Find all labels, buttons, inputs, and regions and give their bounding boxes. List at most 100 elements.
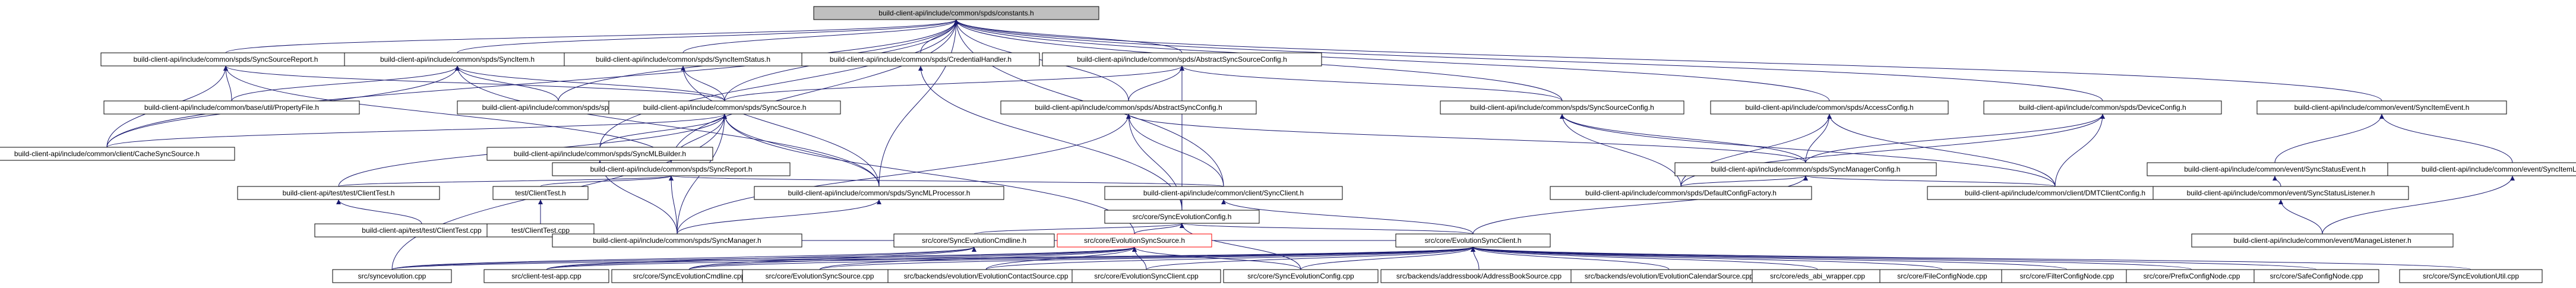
edge-DeviceConfig-to-constants — [954, 19, 2103, 102]
node-SyncEvolutionCmdline_h[interactable]: src/core/SyncEvolutionCmdline.h — [893, 233, 1055, 248]
node-DMTClientConfig[interactable]: build-client-api/include/common/client/D… — [1927, 186, 2183, 200]
edge-SyncManager-to-AbstractSyncConfig — [677, 113, 1131, 235]
edge-syncevolution_cpp-to-EvolutionSyncClient_h — [391, 246, 1475, 270]
node-label: build-client-api/test/test/ClientTest.h — [283, 189, 395, 197]
node-SyncItemEvent[interactable]: build-client-api/include/common/event/Sy… — [2256, 100, 2507, 115]
node-SyncClient[interactable]: build-client-api/include/common/client/S… — [1104, 186, 1343, 200]
node-FileConfigNode[interactable]: src/core/FileConfigNode.cpp — [1879, 269, 2005, 283]
node-SyncReport[interactable]: build-client-api/include/common/spds/Syn… — [552, 162, 791, 176]
node-DeviceConfig[interactable]: build-client-api/include/common/spds/Dev… — [1983, 100, 2222, 115]
node-SyncManager[interactable]: build-client-api/include/common/spds/Syn… — [552, 233, 802, 248]
node-ManageListener[interactable]: build-client-api/include/common/event/Ma… — [2191, 233, 2454, 248]
node-SyncMLProcessor[interactable]: build-client-api/include/common/spds/Syn… — [754, 186, 1004, 200]
edge-DefaultConfigFactory-to-SyncManagerConfig — [1680, 175, 1808, 187]
edge-SyncMLProcessor-to-SyncSource — [722, 113, 880, 187]
node-EvolutionCalendarSource[interactable]: src/backends/evolution/EvolutionCalendar… — [1570, 269, 1768, 283]
node-DefaultConfigFactory[interactable]: build-client-api/include/common/spds/Def… — [1550, 186, 1812, 200]
node-CacheSyncSource[interactable]: build-client-api/include/common/client/C… — [0, 147, 235, 161]
node-label: src/core/FilterConfigNode.cpp — [2020, 272, 2114, 280]
edge-SyncMLProcessor-to-SyncItem — [455, 65, 880, 187]
edge-SyncEvolutionUtil-to-EvolutionSyncClient_h — [1471, 246, 2471, 270]
node-SyncManagerConfig[interactable]: build-client-api/include/common/spds/Syn… — [1674, 162, 1937, 176]
node-box — [2191, 233, 2454, 248]
node-TestClientTest_h[interactable]: test/ClientTest.h — [492, 186, 589, 200]
node-EvolutionSyncSource_h[interactable]: src/core/EvolutionSyncSource.h — [1057, 233, 1212, 248]
node-ClientTest_h[interactable]: build-client-api/test/test/ClientTest.h — [237, 186, 440, 200]
edge-EvolutionSyncSource_cpp-to-EvolutionSyncSource_h — [819, 246, 1137, 270]
node-client_test_app[interactable]: src/client-test-app.cpp — [483, 269, 609, 283]
node-label: src/core/EvolutionSyncClient.cpp — [1094, 272, 1199, 280]
node-SyncItemStatus[interactable]: build-client-api/include/common/spds/Syn… — [564, 52, 802, 67]
node-box — [103, 100, 360, 115]
node-SyncEvolutionConfig_cpp[interactable]: src/core/SyncEvolutionConfig.cpp — [1223, 269, 1379, 283]
node-SyncEvolutionCmdline_cpp[interactable]: src/core/SyncEvolutionCmdline.cpp — [611, 269, 767, 283]
node-label: src/core/SyncEvolutionCmdline.cpp — [633, 272, 745, 280]
node-AbstractSyncConfig[interactable]: build-client-api/include/common/spds/Abs… — [1000, 100, 1257, 115]
node-AbstractSyncSourceConfig[interactable]: build-client-api/include/common/spds/Abs… — [1042, 52, 1322, 67]
node-box — [2253, 269, 2379, 283]
node-EvolutionContactSource[interactable]: src/backends/evolution/EvolutionContactS… — [887, 269, 1085, 283]
node-box — [813, 6, 1099, 20]
edge-DMTClientConfig-to-SyncManagerConfig — [1803, 175, 2056, 187]
node-SyncSource[interactable]: build-client-api/include/common/spds/Syn… — [608, 100, 841, 115]
node-SyncStatusListener[interactable]: build-client-api/include/common/event/Sy… — [2153, 186, 2409, 200]
edge-EvolutionCalendarSource-to-EvolutionSyncClient_h — [1471, 246, 1670, 270]
node-PrefixConfigNode[interactable]: src/core/PrefixConfigNode.cpp — [2126, 269, 2258, 283]
node-label: test/ClientTest.cpp — [511, 226, 570, 235]
edge-CacheSyncSource-to-constants — [106, 19, 959, 148]
node-box — [1042, 52, 1322, 67]
node-label: build-client-api/include/common/spds/Acc… — [1745, 103, 1913, 112]
node-SyncSourceConfig[interactable]: build-client-api/include/common/spds/Syn… — [1440, 100, 1684, 115]
edge-SyncMLProcessor-to-constants — [878, 19, 959, 187]
node-box — [2399, 269, 2543, 283]
edge-syncevolution_cpp-to-EvolutionSyncSource_h — [391, 246, 1137, 270]
node-EvolutionSyncClient_h[interactable]: src/core/EvolutionSyncClient.h — [1395, 233, 1551, 248]
node-SafeConfigNode[interactable]: src/core/SafeConfigNode.cpp — [2253, 269, 2379, 283]
node-label: src/core/SafeConfigNode.cpp — [2270, 272, 2363, 280]
node-SyncMLBuilder[interactable]: build-client-api/include/common/spds/Syn… — [486, 147, 713, 161]
node-box — [486, 147, 713, 161]
edge-SyncClient-to-SyncReport — [669, 175, 1224, 187]
node-EvolutionSyncSource_cpp[interactable]: src/core/EvolutionSyncSource.cpp — [742, 269, 897, 283]
node-box — [332, 269, 452, 283]
node-AddressBookSource[interactable]: src/backends/addressbook/AddressBookSour… — [1380, 269, 1578, 283]
node-box — [552, 233, 802, 248]
edge-EvolutionSyncClient_h-to-SyncEvolutionConfig_h — [1180, 223, 1474, 235]
node-constants[interactable]: build-client-api/include/common/spds/con… — [813, 6, 1099, 20]
edge-SyncSource-to-SyncItem — [455, 65, 725, 102]
edge-SyncEvolutionCmdline_cpp-to-EvolutionSyncClient_h — [688, 246, 1475, 270]
node-box — [1104, 210, 1260, 224]
node-box — [1072, 269, 1221, 283]
edge-SyncEvolutionConfig_cpp-to-EvolutionSyncClient_h — [1300, 246, 1475, 270]
node-EvolutionSyncClient_cpp[interactable]: src/core/EvolutionSyncClient.cpp — [1072, 269, 1221, 283]
node-SyncSourceReport[interactable]: build-client-api/include/common/spds/Syn… — [100, 52, 351, 67]
node-SyncEvolutionUtil[interactable]: src/core/SyncEvolutionUtil.cpp — [2399, 269, 2543, 283]
node-syncevolution_cpp[interactable]: src/syncevolution.cpp — [332, 269, 452, 283]
node-SyncItemListener[interactable]: build-client-api/include/common/event/Sy… — [2387, 162, 2576, 176]
node-label: build-client-api/include/common/spds/spd… — [482, 103, 635, 112]
node-label: build-client-api/include/common/spds/Syn… — [134, 55, 318, 64]
edges-layer — [106, 19, 2515, 270]
node-PropertyFile[interactable]: build-client-api/include/common/base/uti… — [103, 100, 360, 115]
node-box — [2256, 100, 2507, 115]
node-AccessConfig[interactable]: build-client-api/include/common/spds/Acc… — [1710, 100, 1949, 115]
node-SyncEvolutionConfig_h[interactable]: src/core/SyncEvolutionConfig.h — [1104, 210, 1260, 224]
node-label: build-client-api/include/common/event/Sy… — [2184, 165, 2366, 173]
edge-SyncClient-to-AbstractSyncConfig — [1126, 113, 1224, 187]
node-CredentialHandler[interactable]: build-client-api/include/common/spds/Cre… — [801, 52, 1040, 67]
edge-EvolutionContactSource-to-EvolutionSyncSource_h — [985, 246, 1137, 270]
node-eds_abi_wrapper[interactable]: src/core/eds_abi_wrapper.cpp — [1752, 269, 1883, 283]
node-label: build-client-api/include/common/client/D… — [1965, 189, 2145, 197]
node-FilterConfigNode[interactable]: src/core/FilterConfigNode.cpp — [2001, 269, 2133, 283]
node-ClientTest_cpp_build[interactable]: build-client-api/test/test/ClientTest.cp… — [314, 223, 529, 238]
edge-PropertyFile-to-SyncSourceReport — [223, 65, 232, 102]
edge-SyncManagerConfig-to-SyncSourceConfig — [1560, 113, 1806, 163]
node-box — [754, 186, 1004, 200]
edge-client_test_app-to-EvolutionSyncSource_h — [546, 246, 1137, 270]
node-label: build-client-api/include/common/event/Sy… — [2187, 189, 2375, 197]
node-SyncStatusEvent[interactable]: build-client-api/include/common/event/Sy… — [2147, 162, 2403, 176]
node-SyncItem[interactable]: build-client-api/include/common/spds/Syn… — [344, 52, 571, 67]
edge-spdsutils-to-SyncItem — [455, 65, 559, 102]
edge-SyncEvolutionConfig_cpp-to-SyncEvolutionConfig_h — [1180, 223, 1301, 270]
